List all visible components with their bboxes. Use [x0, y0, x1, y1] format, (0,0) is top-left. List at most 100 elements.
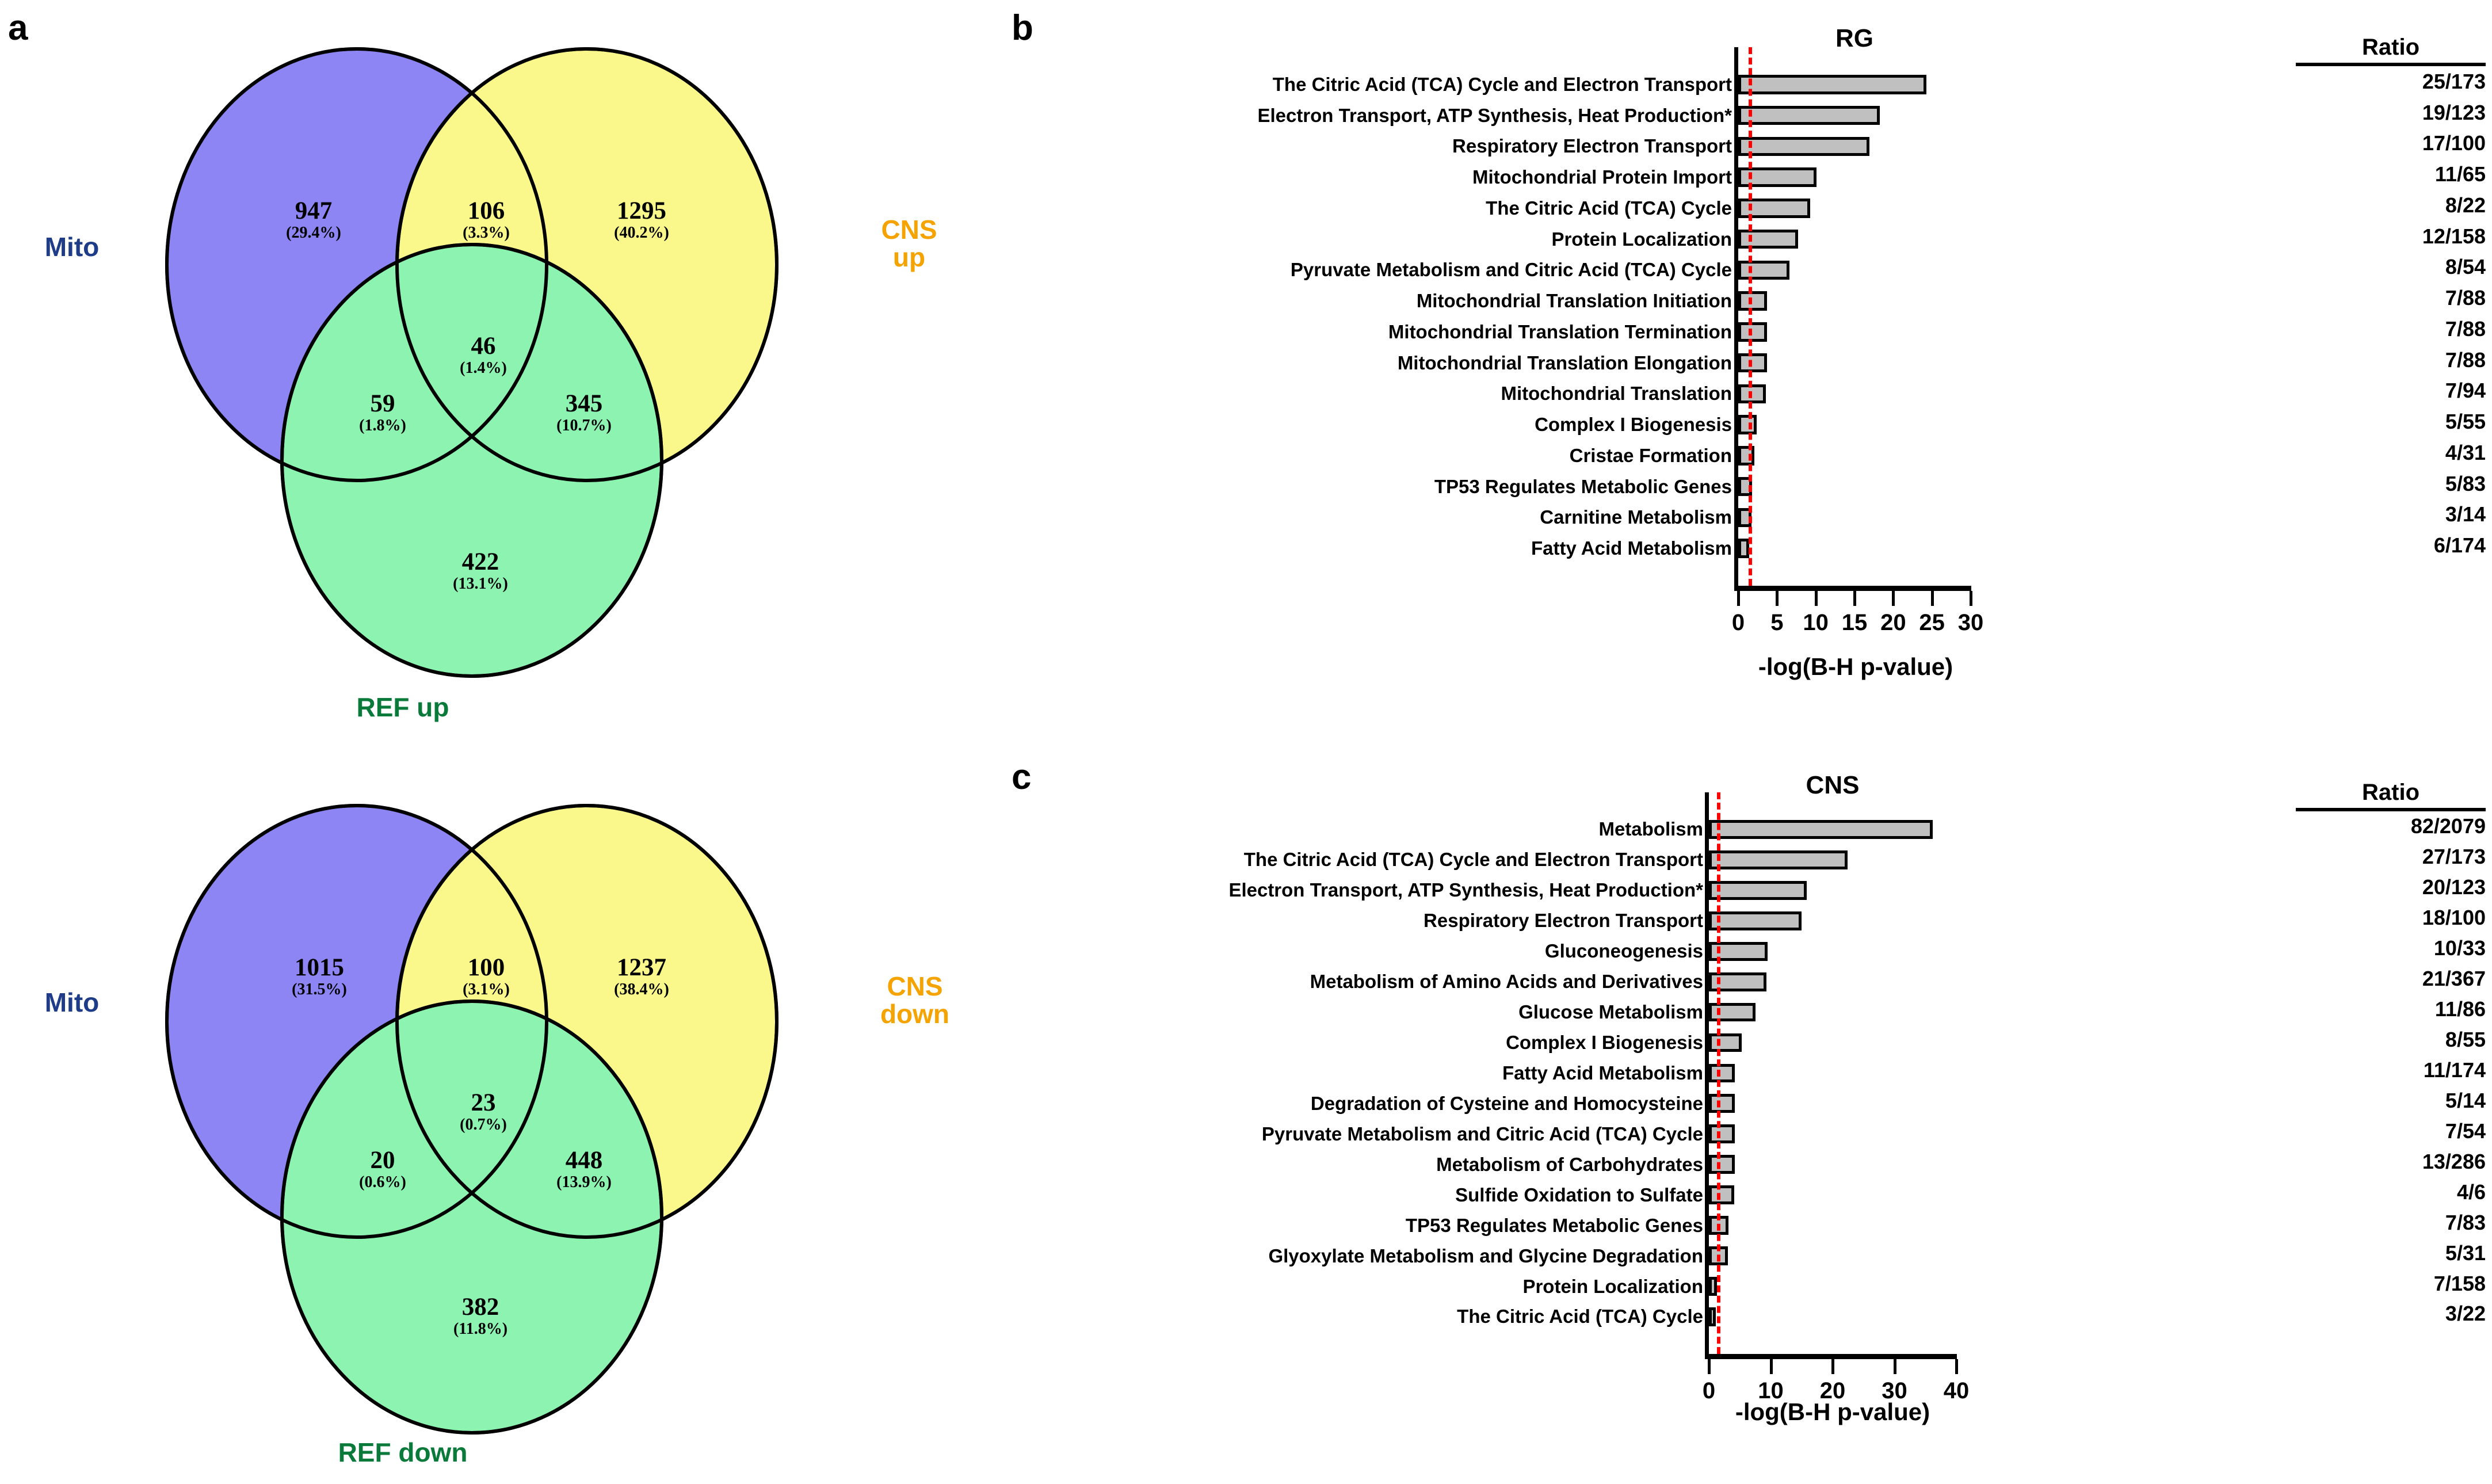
- category-label: Gluconeogenesis: [1544, 940, 1703, 962]
- x-tick: [1853, 591, 1856, 606]
- bar: [1738, 322, 1767, 342]
- bar-row: [1709, 875, 1956, 906]
- ratio-value: 19/123: [2422, 100, 2486, 124]
- bar: [1709, 1307, 1716, 1326]
- ratio-value: 82/2079: [2410, 814, 2486, 838]
- venn-up-cell-mito-ref: 59 (1.8%): [325, 391, 440, 434]
- venn-diagram-up: [104, 35, 863, 714]
- percent: (29.4%): [286, 224, 341, 242]
- category-label: Respiratory Electron Transport: [1424, 910, 1703, 932]
- bar-row: [1709, 845, 1956, 875]
- venn-down-cell-ref-only: 382 (11.8%): [417, 1295, 544, 1337]
- bar-row: [1709, 1241, 1956, 1271]
- bar-row: [1738, 69, 1971, 100]
- bar: [1709, 1063, 1735, 1083]
- percent: (10.7%): [556, 417, 612, 434]
- ratio-value: 7/88: [2445, 286, 2486, 310]
- significance-threshold-line: [1716, 792, 1720, 1354]
- bar: [1738, 446, 1755, 466]
- bar: [1738, 291, 1767, 311]
- category-label: Cristae Formation: [1569, 444, 1732, 466]
- count: 1295: [617, 197, 666, 224]
- category-label: The Citric Acid (TCA) Cycle: [1457, 1306, 1703, 1327]
- category-label: Complex I Biogenesis: [1535, 414, 1732, 436]
- ratio-value: 5/55: [2445, 410, 2486, 434]
- category-label: Metabolism of Amino Acids and Derivative…: [1310, 971, 1703, 993]
- ratio-value: 25/173: [2422, 69, 2486, 93]
- category-label: Mitochondrial Translation Elongation: [1397, 352, 1732, 373]
- bar-row: [1709, 967, 1956, 997]
- bar-row: [1709, 1180, 1956, 1210]
- ratio-value: 4/31: [2445, 440, 2486, 464]
- bar-row: [1709, 1119, 1956, 1149]
- percent: (38.4%): [614, 981, 669, 998]
- category-label: Carnitine Metabolism: [1540, 506, 1732, 528]
- venn-down-label-mito: Mito: [44, 987, 100, 1017]
- bar-row: [1709, 1271, 1956, 1302]
- count: 23: [471, 1089, 496, 1116]
- panel-letter-a: a: [8, 8, 28, 48]
- ratio-value: 6/174: [2433, 533, 2486, 558]
- count: 1015: [295, 954, 344, 981]
- venn-down-label-cns: CNS down: [846, 972, 984, 1028]
- bar: [1709, 1155, 1735, 1174]
- bar-row: [1709, 997, 1956, 1028]
- bar-row: [1709, 814, 1956, 845]
- category-label: Glyoxylate Metabolism and Glycine Degrad…: [1268, 1245, 1703, 1266]
- x-tick-label: 20: [1880, 610, 1906, 635]
- percent: (3.1%): [463, 981, 510, 998]
- bar: [1709, 820, 1933, 839]
- bar: [1709, 1094, 1735, 1113]
- percent: (40.2%): [614, 224, 669, 242]
- bar: [1738, 75, 1927, 94]
- percent: (1.8%): [359, 417, 406, 434]
- venn-up-label-ref: REF up: [356, 692, 449, 722]
- percent: (11.8%): [453, 1320, 508, 1338]
- percent: (3.3%): [463, 224, 510, 242]
- ratio-rule-cns: [2296, 808, 2486, 811]
- bar-row: [1738, 193, 1971, 224]
- chart-title-rg: RG: [1835, 24, 1873, 52]
- chart-title-cns: CNS: [1806, 771, 1860, 799]
- x-tick-label: 25: [1919, 610, 1945, 635]
- ratio-value: 4/6: [2456, 1180, 2486, 1204]
- category-label: Electron Transport, ATP Synthesis, Heat …: [1257, 104, 1732, 126]
- x-tick: [1970, 591, 1972, 606]
- percent: (13.1%): [453, 575, 508, 593]
- category-label: Metabolism: [1598, 818, 1703, 840]
- ratio-value: 20/123: [2422, 875, 2486, 899]
- ratio-value: 3/14: [2445, 502, 2486, 527]
- bar: [1738, 384, 1766, 404]
- significance-threshold-line: [1748, 47, 1752, 586]
- x-axis-line: [1705, 1354, 1957, 1359]
- x-tick: [1930, 591, 1934, 606]
- x-tick-label: 0: [1731, 610, 1745, 635]
- bar-row: [1738, 471, 1971, 502]
- venn-up-cell-cns-only: 1295 (40.2%): [575, 199, 708, 241]
- category-label: Glucose Metabolism: [1518, 1001, 1703, 1023]
- x-axis-line: [1734, 586, 1971, 591]
- x-tick: [1769, 1359, 1773, 1374]
- x-tick-label: 10: [1803, 610, 1829, 635]
- ratio-value: 7/88: [2445, 348, 2486, 372]
- category-label: Protein Localization: [1522, 1275, 1703, 1297]
- ratio-value: 7/158: [2433, 1271, 2486, 1295]
- bar-row: [1738, 379, 1971, 410]
- count: 100: [467, 954, 505, 981]
- ratio-value: 5/83: [2445, 471, 2486, 495]
- bar-row: [1709, 1302, 1956, 1332]
- x-tick: [1955, 1359, 1958, 1374]
- category-label: Pyruvate Metabolism and Citric Acid (TCA…: [1290, 259, 1732, 281]
- bar-row: [1709, 1088, 1956, 1119]
- category-label: Fatty Acid Metabolism: [1502, 1062, 1703, 1084]
- ratio-value: 3/22: [2445, 1302, 2486, 1326]
- venn-down-cell-mito-ref: 20 (0.6%): [325, 1148, 440, 1191]
- bar-row: [1709, 1028, 1956, 1058]
- x-tick-label: 30: [1882, 1378, 1907, 1403]
- ratio-value: 7/54: [2445, 1119, 2486, 1143]
- ratio-header-cns: Ratio: [2362, 780, 2420, 805]
- bar: [1738, 136, 1869, 157]
- venn-up-cell-mito-cns: 106 (3.3%): [426, 199, 547, 241]
